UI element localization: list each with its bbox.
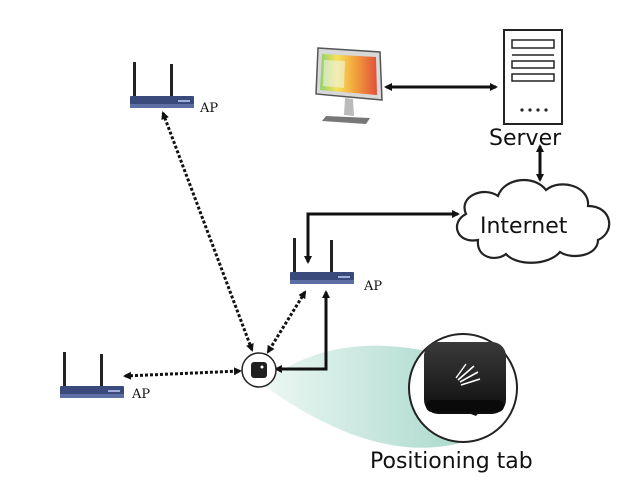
internet-label: Internet xyxy=(480,214,568,239)
link-top-ap-to-tag xyxy=(161,111,254,352)
ap-label-middle: AP xyxy=(363,279,382,294)
link-mid-ap-to-tag xyxy=(266,290,307,354)
ap-label-top: AP xyxy=(199,101,218,116)
positioning-tag-icon xyxy=(424,342,506,416)
positioning-tag-icon xyxy=(241,352,277,388)
tag-label: Positioning tab xyxy=(370,449,533,474)
server-label: Server xyxy=(489,126,562,151)
monitor-icon xyxy=(315,47,383,124)
link-ap-to-internet xyxy=(304,210,460,264)
router-icon xyxy=(60,352,124,398)
server-icon xyxy=(503,29,563,125)
link-left-ap-to-tag xyxy=(123,367,242,380)
router-icon xyxy=(290,238,354,284)
router-icon xyxy=(130,62,194,108)
cloud-icon xyxy=(455,178,611,264)
ap-label-left: AP xyxy=(131,387,150,402)
link-tag-to-mid-ap xyxy=(274,290,330,373)
